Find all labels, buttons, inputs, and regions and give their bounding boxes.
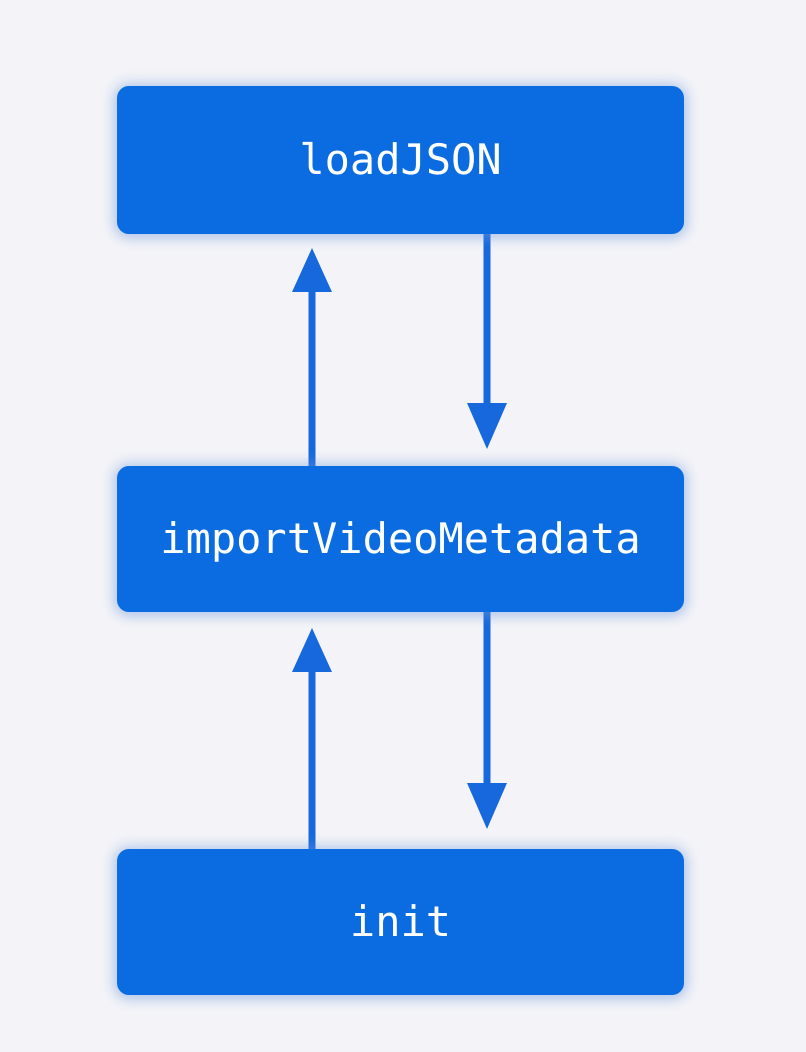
arrowhead-down-icon (467, 783, 507, 829)
arrowhead-down-icon (467, 403, 507, 449)
node-importvideometadata[interactable]: importVideoMetadata (117, 466, 684, 612)
arrowhead-up-icon (292, 248, 332, 292)
edge-init-to-importvideometadata (292, 628, 332, 849)
node-loadjson[interactable]: loadJSON (117, 86, 684, 234)
node-label: importVideoMetadata (160, 514, 641, 563)
edge-importvideometadata-to-init (467, 612, 507, 829)
node-init[interactable]: init (117, 849, 684, 995)
edge-importvideometadata-to-loadjson (292, 248, 332, 466)
node-label: init (349, 897, 452, 946)
arrowhead-up-icon (292, 628, 332, 672)
node-label: loadJSON (299, 135, 502, 184)
edge-loadjson-to-importvideometadata (467, 234, 507, 449)
